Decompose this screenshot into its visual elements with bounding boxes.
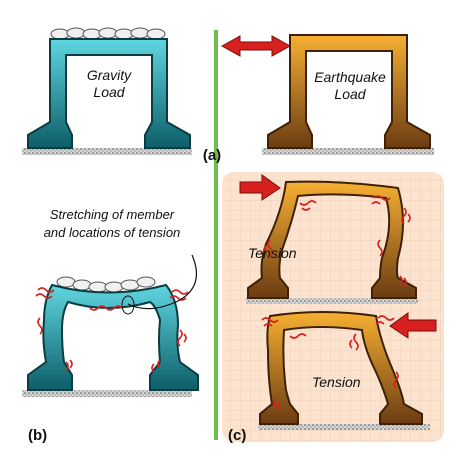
gravity-frame-body <box>27 38 191 149</box>
tension-marks <box>263 195 411 287</box>
gravity-frame <box>22 27 192 155</box>
tension-marks <box>35 287 189 373</box>
grid-background <box>222 172 444 442</box>
callout-label-line2: and locations of tension <box>44 225 181 240</box>
ground-strip <box>246 298 418 304</box>
sway-frame-left <box>258 311 437 430</box>
ground-strip <box>258 424 430 430</box>
gravity-load-stones <box>50 27 166 40</box>
earthquake-frame <box>220 34 434 155</box>
earthquake-frame-body <box>267 34 431 149</box>
sway-frame-right-body <box>247 180 417 299</box>
sway-frame-right <box>239 174 418 304</box>
panel-label-c: (c) <box>228 427 246 444</box>
earthquake-label-line2: Load <box>334 86 366 102</box>
push-arrow-right <box>239 174 281 201</box>
bent-gravity-frame-body <box>27 283 199 391</box>
ground-strip <box>262 148 434 155</box>
panel-label-b: (b) <box>28 427 47 444</box>
earthquake-arrow <box>220 35 292 57</box>
ground-strip <box>22 148 192 155</box>
callout-label-line1: Stretching of member <box>50 207 175 222</box>
callout-pointer <box>127 254 198 310</box>
gravity-label-line2: Load <box>93 84 125 100</box>
bent-gravity-frame <box>22 254 199 397</box>
callout-marker <box>121 295 135 315</box>
tension-label-top: Tension <box>248 245 297 261</box>
tension-marks <box>261 315 399 411</box>
push-arrow-left <box>389 312 437 339</box>
tension-label-bottom: Tension <box>312 374 361 390</box>
ground-strip <box>22 390 192 397</box>
earthquake-label-line1: Earthquake <box>314 69 386 85</box>
sway-frame-left-body <box>259 311 423 425</box>
gravity-label-line1: Gravity <box>87 67 132 83</box>
panel-label-a: (a) <box>203 147 221 164</box>
